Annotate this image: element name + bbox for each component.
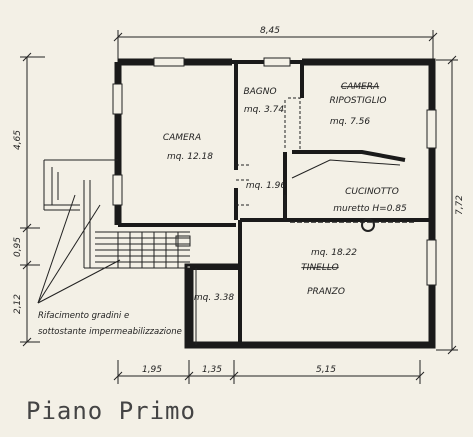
- column-circle-icon: [361, 218, 375, 232]
- tinello-name-struck: TINELLO: [301, 263, 338, 273]
- ripostiglio-area: mq. 7.56: [330, 117, 371, 127]
- dim-left-2: 0,95: [13, 237, 23, 257]
- room-bagno: BAGNO mq. 3.74: [243, 87, 284, 115]
- tinello-name: PRANZO: [307, 287, 345, 297]
- outer-walls: [112, 57, 437, 349]
- room-stair: mq. 3.38: [194, 293, 235, 303]
- stair-steps: [83, 180, 190, 269]
- dimension-right: 7,72: [436, 55, 465, 355]
- disimpegno-area: mq. 1.96: [246, 181, 287, 191]
- stair-room-area: mq. 3.38: [194, 293, 235, 303]
- renovation-note: Rifacimento gradini e sottostante imperm…: [38, 311, 182, 337]
- bagno-name: BAGNO: [243, 87, 276, 97]
- room-camera: CAMERA mq. 12.18: [163, 133, 213, 162]
- cucinotto-wall-note: muretto H=0.85: [333, 204, 407, 214]
- ripostiglio-name: RIPOSTIGLIO: [329, 96, 386, 106]
- room-cucinotto: CUCINOTTO muretto H=0.85: [333, 187, 407, 214]
- plan-title: Piano Primo: [26, 397, 196, 425]
- room-tinello: mq. 18.22 TINELLO PRANZO: [301, 248, 357, 297]
- note-line-2: sottostante impermeabilizzazione: [38, 327, 182, 337]
- bagno-area: mq. 3.74: [244, 105, 285, 115]
- dim-top-total: 8,45: [260, 26, 280, 36]
- dim-bottom-3: 5,15: [316, 365, 336, 375]
- dim-right-total: 7,72: [455, 195, 465, 215]
- camera-area: mq. 12.18: [167, 152, 213, 162]
- dimension-bottom: 1,95 1,35 5,15: [113, 360, 425, 384]
- dim-bottom-2: 1,35: [202, 365, 222, 375]
- note-line-1: Rifacimento gradini e: [38, 311, 129, 321]
- room-disimpegno: mq. 1.96: [246, 181, 287, 191]
- dimension-left: 4,65 0,95 2,12: [13, 52, 45, 347]
- ripostiglio-name-struck: CAMERA: [341, 82, 379, 92]
- stair-area: [37, 159, 242, 349]
- cucinotto-name: CUCINOTTO: [345, 187, 399, 197]
- room-ripostiglio: CAMERA RIPOSTIGLIO mq. 7.56: [329, 82, 386, 127]
- camera-name: CAMERA: [163, 133, 201, 143]
- dim-left-1: 4,65: [13, 130, 23, 150]
- dimension-top: 8,45: [113, 26, 438, 62]
- dim-bottom-1: 1,95: [142, 365, 162, 375]
- dim-left-3: 2,12: [13, 294, 23, 314]
- tinello-area: mq. 18.22: [311, 248, 357, 258]
